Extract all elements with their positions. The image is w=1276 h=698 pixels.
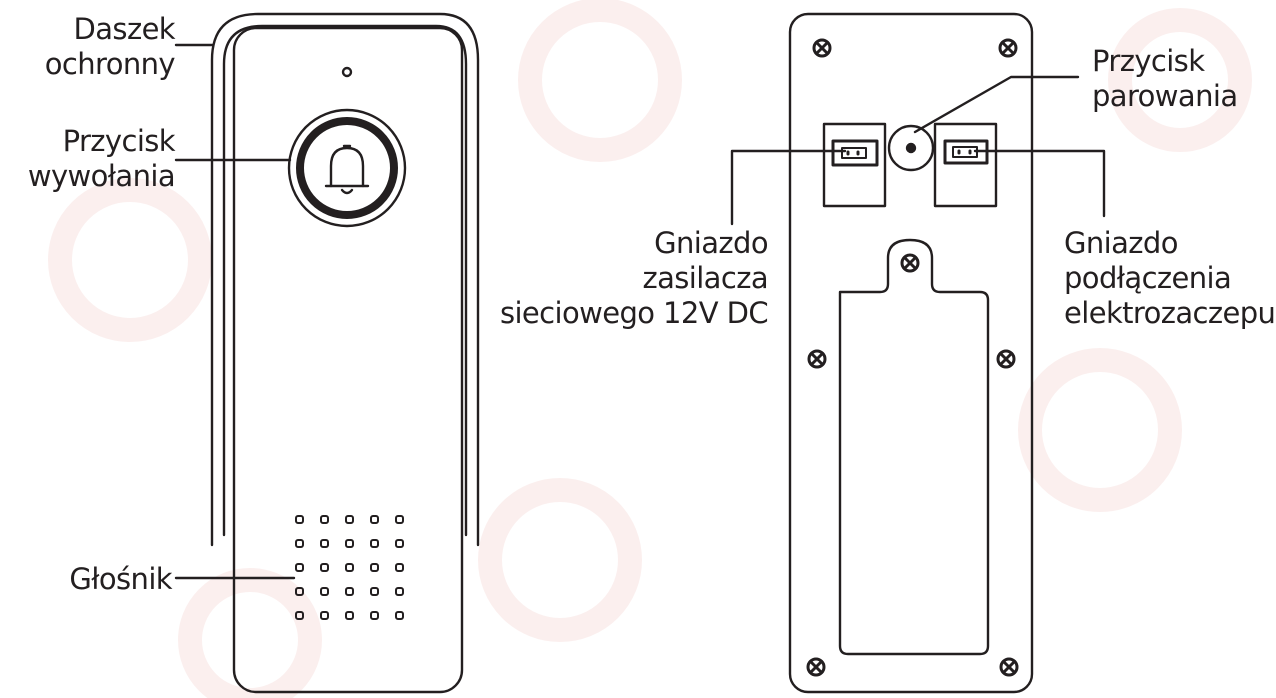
speaker-hole: [370, 563, 379, 572]
pairing-button-label: Przycisk parowania: [1092, 44, 1238, 113]
speaker-hole: [320, 563, 329, 572]
call-button-label: Przycisk wywołania: [27, 124, 176, 193]
back-panel: [788, 12, 1034, 694]
speaker-hole: [345, 611, 354, 620]
speaker-hole: [370, 515, 379, 524]
hood-label: Daszek ochronny: [44, 12, 176, 81]
lock-socket-label: Gniazdo podłączenia elektrozaczepu: [1064, 226, 1276, 330]
screw-icon: [812, 38, 832, 58]
screw-icon: [999, 657, 1019, 677]
speaker-hole: [295, 563, 304, 572]
speaker-hole: [370, 611, 379, 620]
screw-icon-group: [806, 38, 1019, 677]
speaker-hole: [295, 515, 304, 524]
screw-icon: [996, 349, 1016, 369]
lock-socket: [933, 122, 998, 208]
speaker-hole: [395, 611, 404, 620]
pairing-button: [887, 124, 935, 172]
power-socket-label: Gniazdo zasilacza sieciowego 12V DC: [499, 226, 769, 330]
speaker-hole: [320, 611, 329, 620]
call-button: [287, 108, 407, 228]
leader-lock: [973, 149, 1106, 218]
screw-icon: [998, 38, 1018, 58]
speaker-hole: [395, 539, 404, 548]
speaker-hole: [370, 587, 379, 596]
camera-lens: [341, 66, 353, 78]
protective-hood: [210, 12, 480, 547]
speaker-hole: [345, 587, 354, 596]
speaker-hole: [395, 587, 404, 596]
compartment-cover: [838, 238, 990, 656]
speaker-hole: [295, 539, 304, 548]
speaker-hole: [295, 587, 304, 596]
speaker-hole: [395, 563, 404, 572]
screw-icon: [807, 349, 827, 369]
speaker-hole: [295, 611, 304, 620]
front-view: [174, 12, 480, 694]
speaker-grille: [295, 515, 404, 620]
speaker-hole: [320, 539, 329, 548]
power-socket: [822, 122, 887, 208]
speaker-label: Głośnik: [69, 562, 172, 596]
speaker-hole: [345, 515, 354, 524]
leader-power: [730, 149, 847, 226]
speaker-hole: [320, 515, 329, 524]
screw-icon: [806, 657, 826, 677]
front-panel: [232, 26, 464, 694]
speaker-hole: [395, 515, 404, 524]
bell-icon: [324, 144, 370, 195]
speaker-hole: [345, 539, 354, 548]
speaker-hole: [320, 587, 329, 596]
speaker-hole: [345, 563, 354, 572]
back-view: [730, 12, 1106, 694]
leader-pairing: [913, 75, 1080, 134]
speaker-hole: [370, 539, 379, 548]
screw-icon: [900, 253, 920, 273]
